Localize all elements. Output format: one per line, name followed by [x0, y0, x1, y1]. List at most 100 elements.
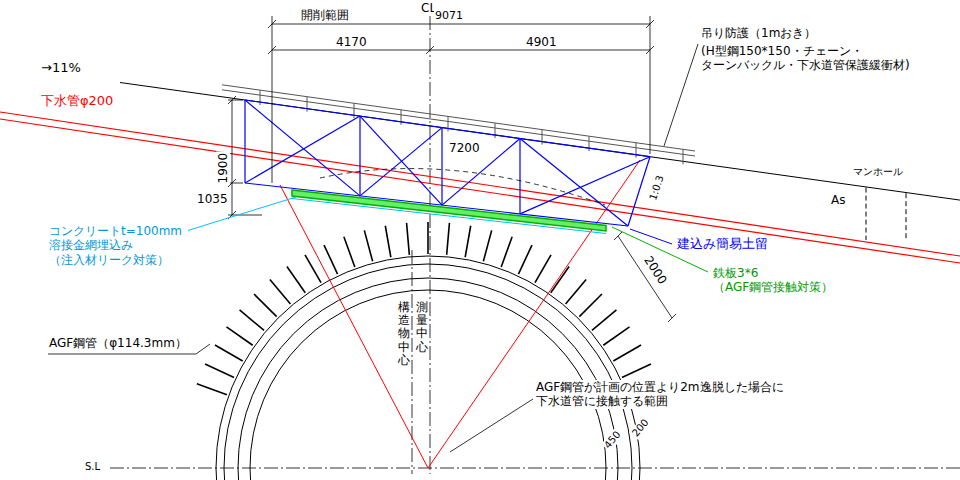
extension-line	[228, 100, 243, 101]
dimension-value: 4901	[525, 35, 558, 49]
agf-pipe	[240, 310, 265, 331]
dimension-line	[272, 24, 650, 25]
manhole-label: マンホール	[852, 166, 904, 178]
agf-pipe	[501, 237, 512, 267]
manhole-wall	[906, 193, 907, 240]
truss-chord	[245, 183, 628, 226]
agf-pipe	[197, 384, 227, 395]
concrete-note: コンクリートt=100mm 溶接金網埋込み （注入材リーク対策）	[48, 224, 188, 267]
note-label: (H型鋼150*150・チェーン・ ターンバックル・下水道管保護緩衝材)	[700, 44, 926, 73]
dimension-line	[272, 50, 650, 51]
contact-range-line	[280, 185, 428, 468]
truss-post	[441, 128, 442, 206]
dimension-line	[618, 236, 672, 318]
agf-pipe	[622, 364, 651, 378]
extension-line	[272, 16, 273, 183]
agf-pipe	[483, 230, 491, 261]
agf-pipe	[364, 230, 372, 261]
steel-plate-note: 鉄板3*6 （AGF鋼管接触対策）	[712, 266, 846, 295]
agf-pipe	[226, 327, 252, 345]
truss-diagonal	[520, 157, 650, 214]
agf-pipe	[566, 280, 587, 305]
hanging-protection	[222, 85, 695, 165]
range-note: AGF鋼管が計画の位置より2m逸脱した場合に 下水道管に接触する範囲	[535, 380, 801, 409]
contact-range-line	[428, 160, 640, 468]
agf-pipe	[205, 364, 234, 378]
agf-pipe	[385, 226, 391, 258]
agf-pipe	[254, 294, 277, 317]
agf-pipe	[447, 223, 450, 255]
spring-line-label: S.L	[84, 461, 101, 473]
dimension-line	[232, 100, 233, 215]
dimension-title: 開削範囲	[300, 8, 350, 22]
dimension-value: 1900	[216, 152, 230, 185]
agf-pipe	[215, 345, 243, 361]
spring-line	[110, 468, 960, 469]
extension-line	[650, 16, 651, 154]
excavation-arc	[320, 169, 605, 205]
dimension-value: 4170	[335, 35, 368, 49]
agf-pipe	[324, 245, 338, 274]
center-line	[430, 16, 431, 474]
tunnel-lining	[216, 256, 640, 480]
agf-pipe	[465, 226, 471, 258]
agf-pipe	[344, 237, 355, 267]
shoring-label: 建込み簡易土留	[676, 236, 769, 252]
agf-pipe	[427, 222, 429, 254]
pipe-label: AGF鋼管（φ114.3mm）	[48, 336, 188, 350]
truss-diagonal	[442, 139, 520, 206]
pavement-label: As	[830, 193, 846, 207]
leader-line	[170, 197, 296, 236]
truss-post	[244, 100, 245, 183]
extension-line	[228, 215, 262, 216]
ground-line	[120, 83, 960, 201]
hanger	[260, 90, 683, 164]
dimension-value: 450	[601, 428, 624, 452]
lining-ring	[224, 264, 632, 480]
truss-diagonal	[245, 100, 360, 196]
agf-pipe	[518, 245, 532, 274]
agf-pipe	[579, 294, 602, 317]
slope-note: →11%	[40, 60, 82, 76]
dimension-lines	[228, 16, 676, 322]
agf-pipe	[270, 280, 291, 305]
truss-diagonal	[360, 128, 442, 196]
manhole-wall	[866, 188, 867, 240]
slope-ratio: 1:0.3	[647, 173, 667, 203]
agf-pipe	[535, 255, 551, 283]
agf-pipe	[407, 223, 410, 255]
agf-pipe	[603, 327, 629, 345]
lining-ring	[216, 256, 640, 480]
centerline-label: 構造物中心	[398, 300, 410, 368]
dimension-value: 2000	[640, 253, 670, 288]
centerline-label: 測量中心	[416, 300, 428, 355]
truss-diagonal	[520, 139, 628, 227]
wire-mesh	[292, 199, 606, 234]
h-beam	[222, 90, 695, 156]
agf-pipe	[613, 345, 641, 361]
agf-pipe	[551, 266, 569, 292]
agf-pipe	[287, 266, 305, 292]
dimension-value: 1035	[196, 192, 229, 206]
agf-pipe	[592, 310, 617, 331]
leader-line	[630, 229, 672, 244]
leader-line	[450, 399, 533, 452]
structure-center-line	[412, 250, 413, 474]
truss-post	[628, 157, 650, 226]
pipe-label: 下水管φ200	[40, 93, 114, 109]
dimension-value: 9071	[434, 9, 464, 22]
lining-ring	[238, 278, 618, 480]
leader-line	[664, 44, 698, 146]
dimension-value: 7200	[448, 141, 481, 155]
dimension-tick	[614, 232, 676, 322]
dimension-value: 200	[629, 416, 652, 440]
truss-diagonal	[245, 116, 360, 183]
note-label: 吊り防護（1mおき）	[700, 26, 817, 40]
dimension-tick	[268, 20, 654, 54]
agf-pipes	[197, 222, 659, 395]
truss-post	[359, 116, 360, 196]
shoring-truss	[245, 100, 650, 226]
truss-post	[519, 139, 520, 214]
